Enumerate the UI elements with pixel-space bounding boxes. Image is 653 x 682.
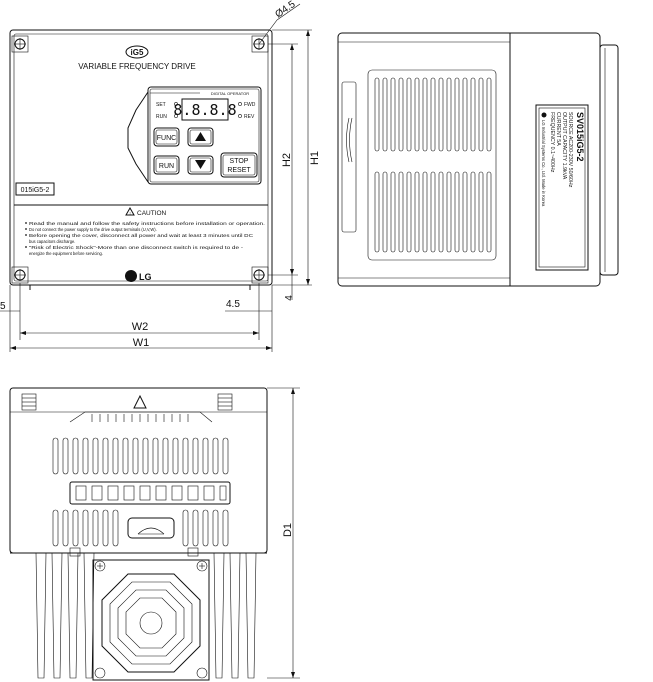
cooling-fan xyxy=(92,559,210,681)
fan-hub xyxy=(139,611,163,635)
caution-text: Read the manual and follow the safety in… xyxy=(25,221,265,256)
stop-reset-button[interactable] xyxy=(220,152,258,178)
caution-line: energize the equipment before servicing. xyxy=(29,251,103,256)
cable-entry xyxy=(127,517,175,539)
h1-label: H1 xyxy=(309,151,321,165)
side-view: SV015iG5-2 SOURCE AC200-230V 50/60Hz OUT… xyxy=(337,32,619,287)
left-offset-label: 5 xyxy=(0,301,6,312)
front-dimensions: Ø4.5 H2 H1 4 5 4.5 W2 W1 xyxy=(0,0,321,352)
run-button-label: RUN xyxy=(159,163,174,170)
side-cover-lip xyxy=(599,44,619,276)
side-vent-slots xyxy=(374,77,492,253)
rev-label: REV xyxy=(244,114,255,120)
h2-label: H2 xyxy=(281,153,293,167)
product-logo: iG5 xyxy=(131,48,144,57)
nameplate-line: OUTPUT CAPACITY 1.9kVA xyxy=(561,112,567,180)
reset-label: RESET xyxy=(227,167,251,174)
terminal-cover xyxy=(69,481,231,505)
down-arrow-icon xyxy=(195,160,206,169)
caution-line: "Risk of Electric Shock"-More than one d… xyxy=(29,245,244,250)
hole-diameter-label: Ø4.5 xyxy=(273,0,297,20)
model-label: 015iG5-2 xyxy=(21,187,50,194)
top-vent-slots xyxy=(91,414,189,422)
caution-line: Before opening the cover, disconnect all… xyxy=(29,233,253,238)
bottom-vent-slots-lower xyxy=(52,509,229,547)
caution-line: Do not connect the power supply to the d… xyxy=(29,227,157,232)
caution-title: CAUTION xyxy=(137,210,167,217)
heat-sink xyxy=(10,547,267,679)
caution-line: bus capacitors discharge. xyxy=(29,239,75,244)
fwd-label: FWD xyxy=(244,102,256,108)
nameplate xyxy=(535,104,589,271)
front-view: iG5 VARIABLE FREQUENCY DRIVE DIGITAL OPE… xyxy=(9,29,273,290)
caution-line: Read the manual and follow the safety in… xyxy=(29,221,265,226)
nameplate-logo-icon xyxy=(541,112,547,118)
fan-screw-top-right xyxy=(196,560,208,572)
bottom-vent-slots-upper xyxy=(52,437,229,475)
side-handle xyxy=(341,81,357,233)
mounting-hole-top-left xyxy=(11,35,29,53)
nameplate-model: SV015iG5-2 xyxy=(575,112,585,162)
side-body-outline xyxy=(337,32,601,287)
fan-screw-bottom-left xyxy=(94,667,106,679)
keypad-frame xyxy=(147,86,262,185)
segment-display xyxy=(181,98,229,121)
segment-display-digits: 8.8.8.8 xyxy=(173,101,236,119)
set-label: SET xyxy=(156,102,166,108)
w1-label: W1 xyxy=(133,337,150,349)
warning-triangle-icon xyxy=(125,206,135,216)
nameplate-maker: LG Industrial Systems Co., Ltd. Made in … xyxy=(541,120,546,207)
product-title: VARIABLE FREQUENCY DRIVE xyxy=(78,62,196,71)
keypad-title: DIGITAL OPERATOR xyxy=(211,91,249,96)
bottom-dimensions: D1 xyxy=(267,387,300,679)
w2-label: W2 xyxy=(132,321,149,333)
d1-label: D1 xyxy=(282,523,294,537)
func-button-label: FUNC xyxy=(157,135,176,142)
up-button[interactable] xyxy=(187,127,214,147)
up-arrow-icon xyxy=(195,132,206,141)
brand-name: LG xyxy=(139,272,152,282)
terminal-slots xyxy=(75,485,227,501)
side-vent-panel xyxy=(367,69,497,261)
mounting-hole-bottom-right xyxy=(251,266,269,284)
brand-logo-icon xyxy=(125,270,137,282)
fwd-led xyxy=(238,102,242,106)
set-led xyxy=(174,102,178,106)
run-button[interactable] xyxy=(153,155,180,175)
nameplate-line: CURRENT 5A xyxy=(555,112,561,146)
rev-led xyxy=(238,114,242,118)
right-offset-label: 4.5 xyxy=(226,299,240,310)
func-button[interactable] xyxy=(153,127,180,147)
mount-clip-right xyxy=(187,547,199,557)
fan-screw-top-left xyxy=(94,560,106,572)
fan-guard-outer xyxy=(101,573,201,673)
run-label: RUN xyxy=(156,114,167,120)
bottom-body-outline xyxy=(9,387,268,554)
run-led xyxy=(174,114,178,118)
warning-triangle-icon xyxy=(133,394,147,409)
svg-text:!: ! xyxy=(129,211,130,216)
mount-clip-left xyxy=(69,547,81,557)
model-label-box xyxy=(15,182,55,196)
front-body-outline xyxy=(9,29,273,286)
nameplate-line: SOURCE AC200-230V 50/60Hz xyxy=(567,112,573,188)
bottom-offset-label: 4 xyxy=(284,295,295,301)
product-logo-badge xyxy=(125,45,149,59)
fan-frame xyxy=(92,559,210,681)
hole-leader-line xyxy=(258,19,278,45)
down-button[interactable] xyxy=(187,155,214,175)
fan-screw-bottom-right xyxy=(196,667,208,679)
mounting-hole-top-right xyxy=(251,35,269,53)
top-vent-hood xyxy=(69,411,213,423)
bottom-view xyxy=(9,387,268,681)
nameplate-line: FREQUENCY 0.1~400Hz xyxy=(549,112,555,173)
front-body-inner xyxy=(13,33,269,282)
keypad: DIGITAL OPERATOR SET RUN FWD REV 8.8.8.8… xyxy=(147,86,262,185)
keypad-recess xyxy=(127,91,149,183)
stop-label: STOP xyxy=(230,158,249,165)
